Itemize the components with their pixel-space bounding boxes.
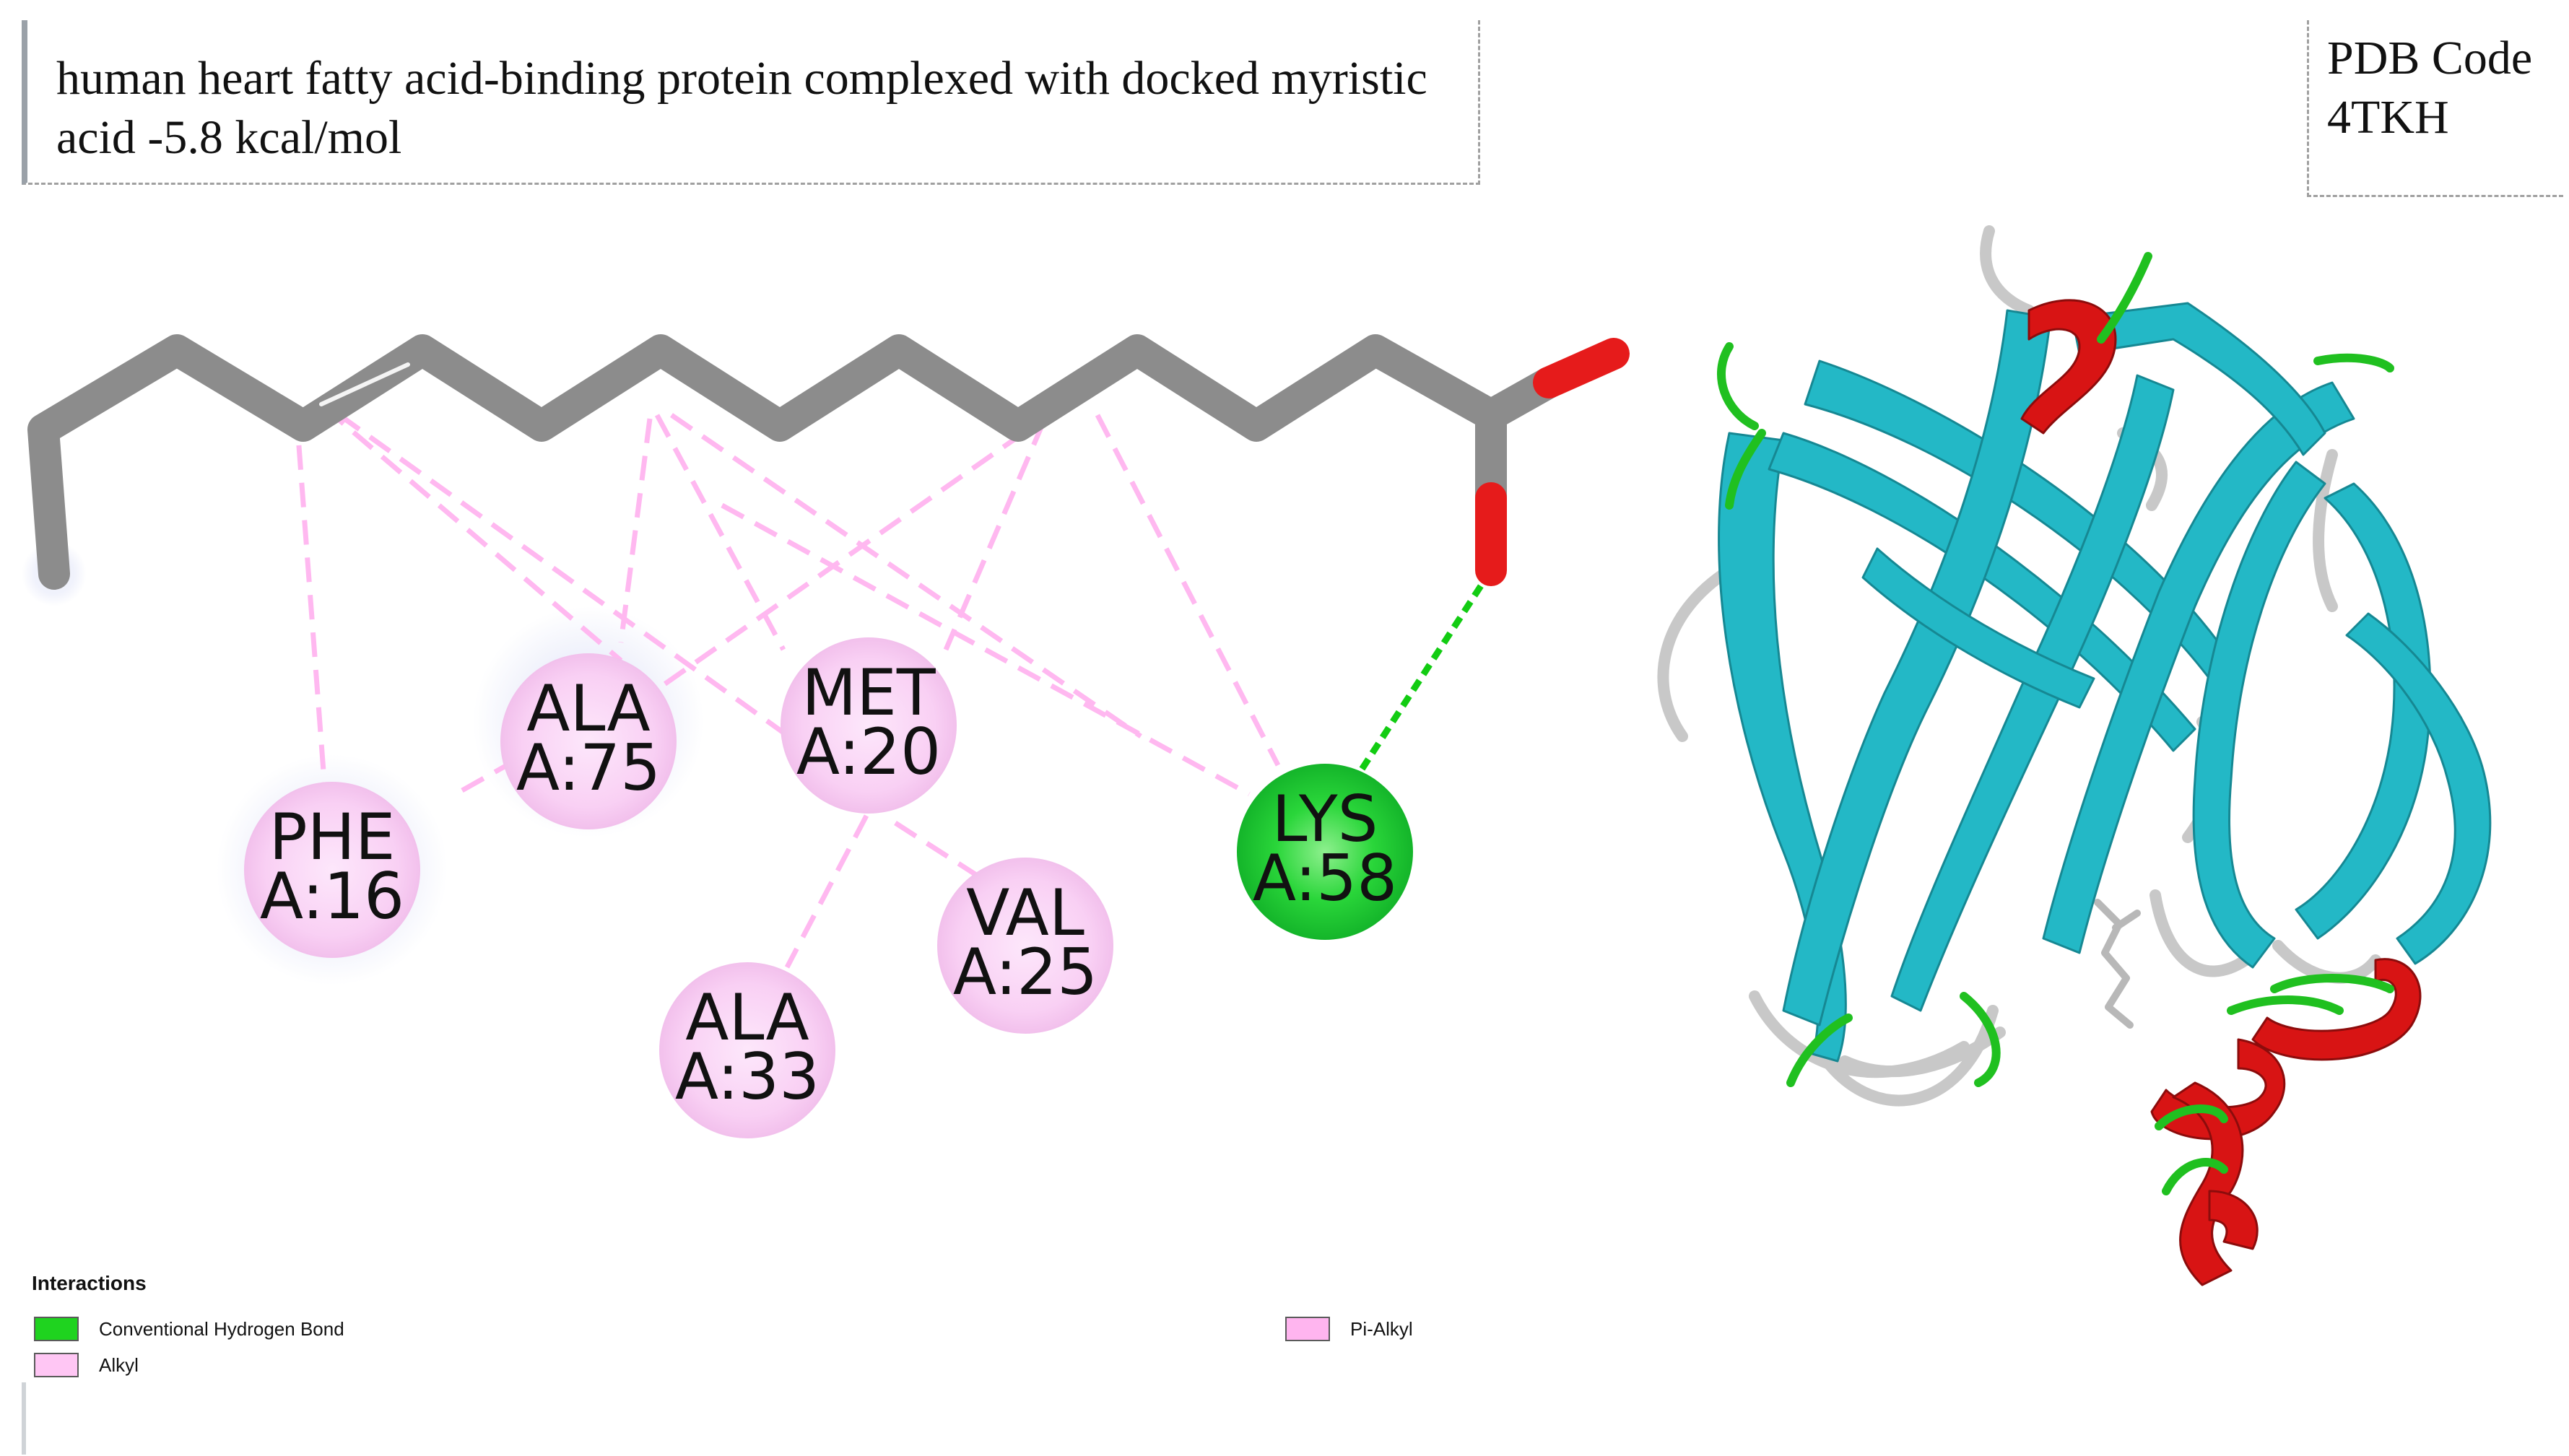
protein-ribbon-cartoon — [1657, 225, 2492, 1286]
ligand-stick-model — [27, 334, 1630, 590]
carboxyl-oxygen-1 — [1533, 338, 1630, 398]
legend-title: Interactions — [32, 1272, 147, 1294]
alkyl-line-val25 — [894, 821, 998, 890]
caption-line-1: human heart fatty acid-binding protein c… — [56, 52, 1427, 105]
legend-swatch-pink — [34, 1353, 79, 1377]
alkyl-line-5 — [670, 413, 1142, 738]
left-border-fragment — [22, 1382, 26, 1455]
residue-position: A:20 — [796, 715, 941, 789]
residue-name: MET — [801, 655, 936, 730]
alkyl-line-9 — [721, 502, 1251, 797]
alkyl-line-4 — [654, 414, 786, 651]
residue-name: VAL — [966, 876, 1084, 950]
alkyl-line-8 — [1095, 414, 1281, 767]
alkyl-line-1 — [323, 406, 623, 663]
residue-position: A:58 — [1253, 841, 1397, 915]
residue-position: A:16 — [260, 859, 404, 933]
protein-helices — [2020, 299, 2422, 1286]
caption-box: human heart fatty acid-binding protein c… — [22, 20, 1480, 185]
residues: PHE A:16 ALA A:75 MET A:20 LYS A:58 VAL … — [244, 637, 1413, 1138]
pdb-code-label: PDB Code — [2327, 32, 2533, 84]
residue-position: A:25 — [953, 935, 1097, 1009]
alkyl-line-7 — [943, 421, 1046, 651]
caption-line-2: acid -5.8 kcal/mol — [56, 111, 402, 164]
residue-ala75: ALA A:75 — [500, 653, 677, 829]
protein-beta-strands — [1718, 302, 2492, 1063]
residue-name: ALA — [526, 671, 650, 746]
residue-position: A:33 — [675, 1039, 820, 1114]
alkyl-line-phe16 — [293, 407, 328, 791]
alkyl-line-ala33 — [784, 814, 869, 969]
legend-label: Alkyl — [99, 1354, 139, 1376]
carbon-chain — [27, 334, 1507, 590]
residue-name: PHE — [269, 800, 396, 874]
residue-position: A:75 — [516, 731, 661, 805]
legend-label: Pi-Alkyl — [1350, 1318, 1413, 1340]
residue-met20: MET A:20 — [781, 637, 957, 814]
caption-text: human heart fatty acid-binding protein c… — [56, 49, 1472, 167]
alkyl-line-3 — [618, 418, 653, 643]
residue-ala33: ALA A:33 — [659, 962, 835, 1138]
residue-name: ALA — [685, 980, 809, 1055]
legend-swatch-pink-pi — [1285, 1317, 1330, 1341]
residue-phe16: PHE A:16 — [244, 782, 420, 958]
hydrogen-bond-line — [1355, 568, 1494, 778]
alkyl-line-6 — [619, 409, 1056, 717]
residue-name: LYS — [1272, 782, 1378, 856]
residue-lys58: LYS A:58 — [1237, 764, 1413, 940]
pdb-code-value: 4TKH — [2327, 91, 2449, 144]
docked-ligand-in-pocket — [2094, 899, 2141, 1029]
legend-label: Conventional Hydrogen Bond — [99, 1318, 344, 1340]
alkyl-line-2 — [337, 413, 861, 789]
residue-val25: VAL A:25 — [937, 858, 1113, 1034]
protein-turns — [1716, 252, 2394, 1195]
double-bond-highlight — [319, 362, 410, 406]
legend-swatch-green — [34, 1317, 79, 1341]
alkyl-interaction-lines — [293, 406, 1281, 969]
pdb-code-box: PDB Code 4TKH — [2307, 20, 2563, 197]
